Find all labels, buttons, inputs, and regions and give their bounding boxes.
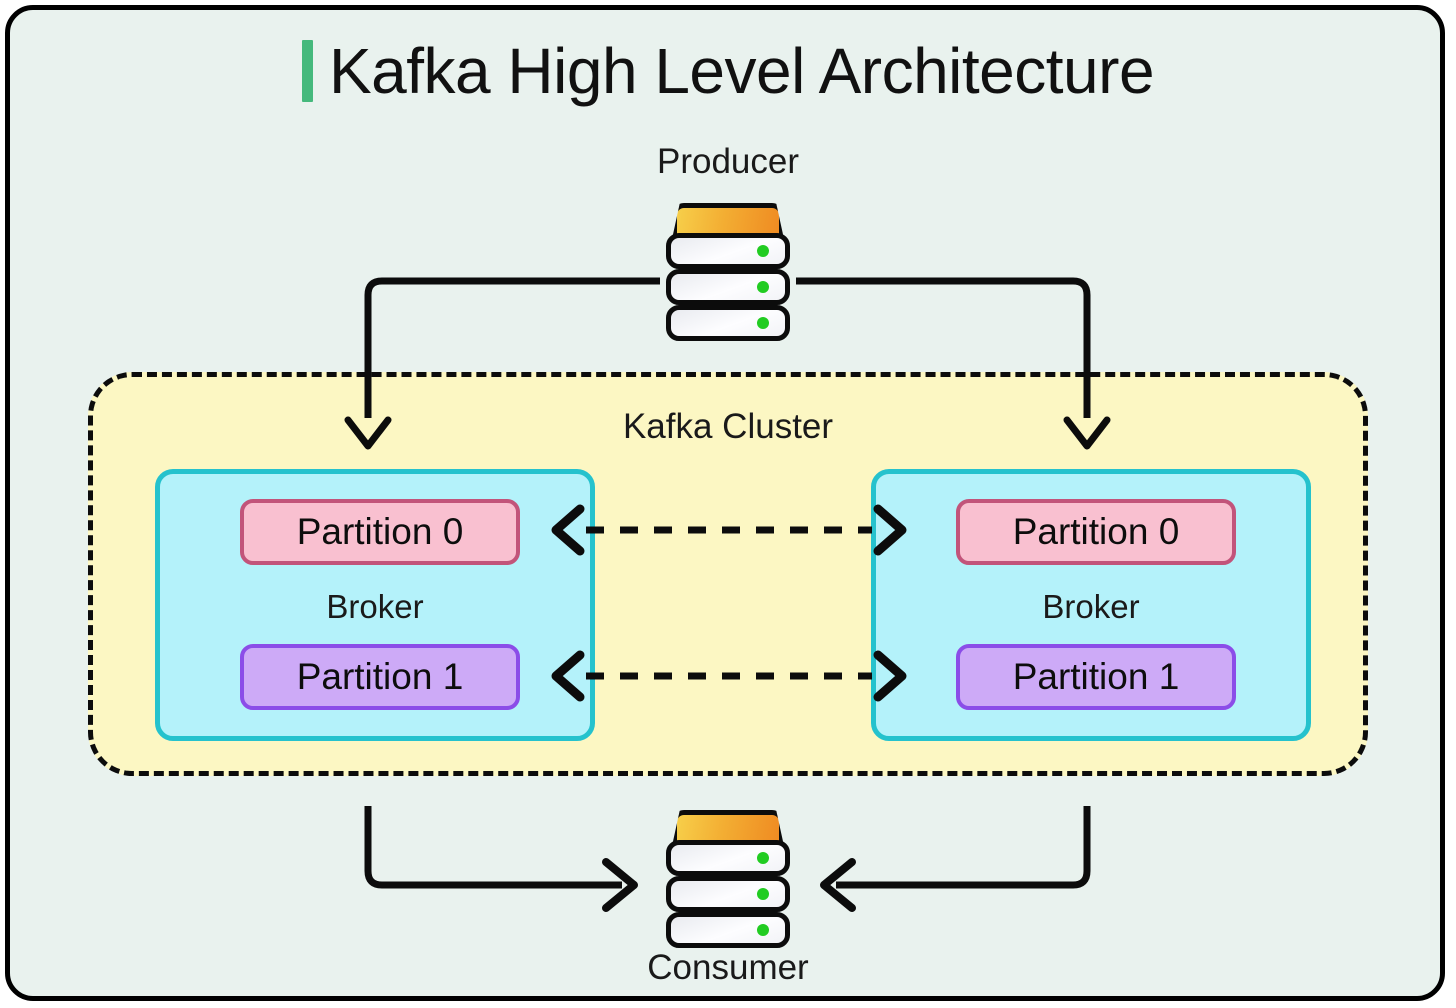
status-led — [757, 245, 769, 257]
consumer-label: Consumer — [647, 948, 809, 987]
status-led — [757, 281, 769, 293]
consumer-server-icon — [666, 810, 790, 948]
server-bay — [666, 269, 790, 305]
status-led — [757, 888, 769, 900]
producer-server-icon — [666, 203, 790, 341]
kafka-cluster-label: Kafka Cluster — [622, 407, 834, 446]
server-bay — [666, 305, 790, 341]
server-bay — [666, 840, 790, 876]
broker-left-partition-0: Partition 0 — [240, 499, 520, 565]
broker-left-label: Broker — [326, 588, 424, 625]
page-title: Kafka High Level Architecture — [328, 35, 1155, 107]
status-led — [757, 317, 769, 329]
broker-left: Partition 0 Broker Partition 1 — [155, 469, 595, 741]
kafka-cluster: Kafka Cluster Partition 0 Broker Partiti… — [88, 372, 1368, 776]
title-accent-bar — [301, 40, 313, 102]
server-bay — [666, 233, 790, 269]
producer-label: Producer — [656, 142, 800, 181]
status-led — [757, 924, 769, 936]
server-bay — [666, 876, 790, 912]
status-led — [757, 852, 769, 864]
broker-right-label: Broker — [1042, 588, 1140, 625]
broker-left-partition-1: Partition 1 — [240, 644, 520, 710]
broker-right: Partition 0 Broker Partition 1 — [871, 469, 1311, 741]
broker-right-partition-1: Partition 1 — [956, 644, 1236, 710]
broker-right-partition-0: Partition 0 — [956, 499, 1236, 565]
page-title-row: Kafka High Level Architecture — [0, 34, 1456, 108]
server-bay — [666, 912, 790, 948]
